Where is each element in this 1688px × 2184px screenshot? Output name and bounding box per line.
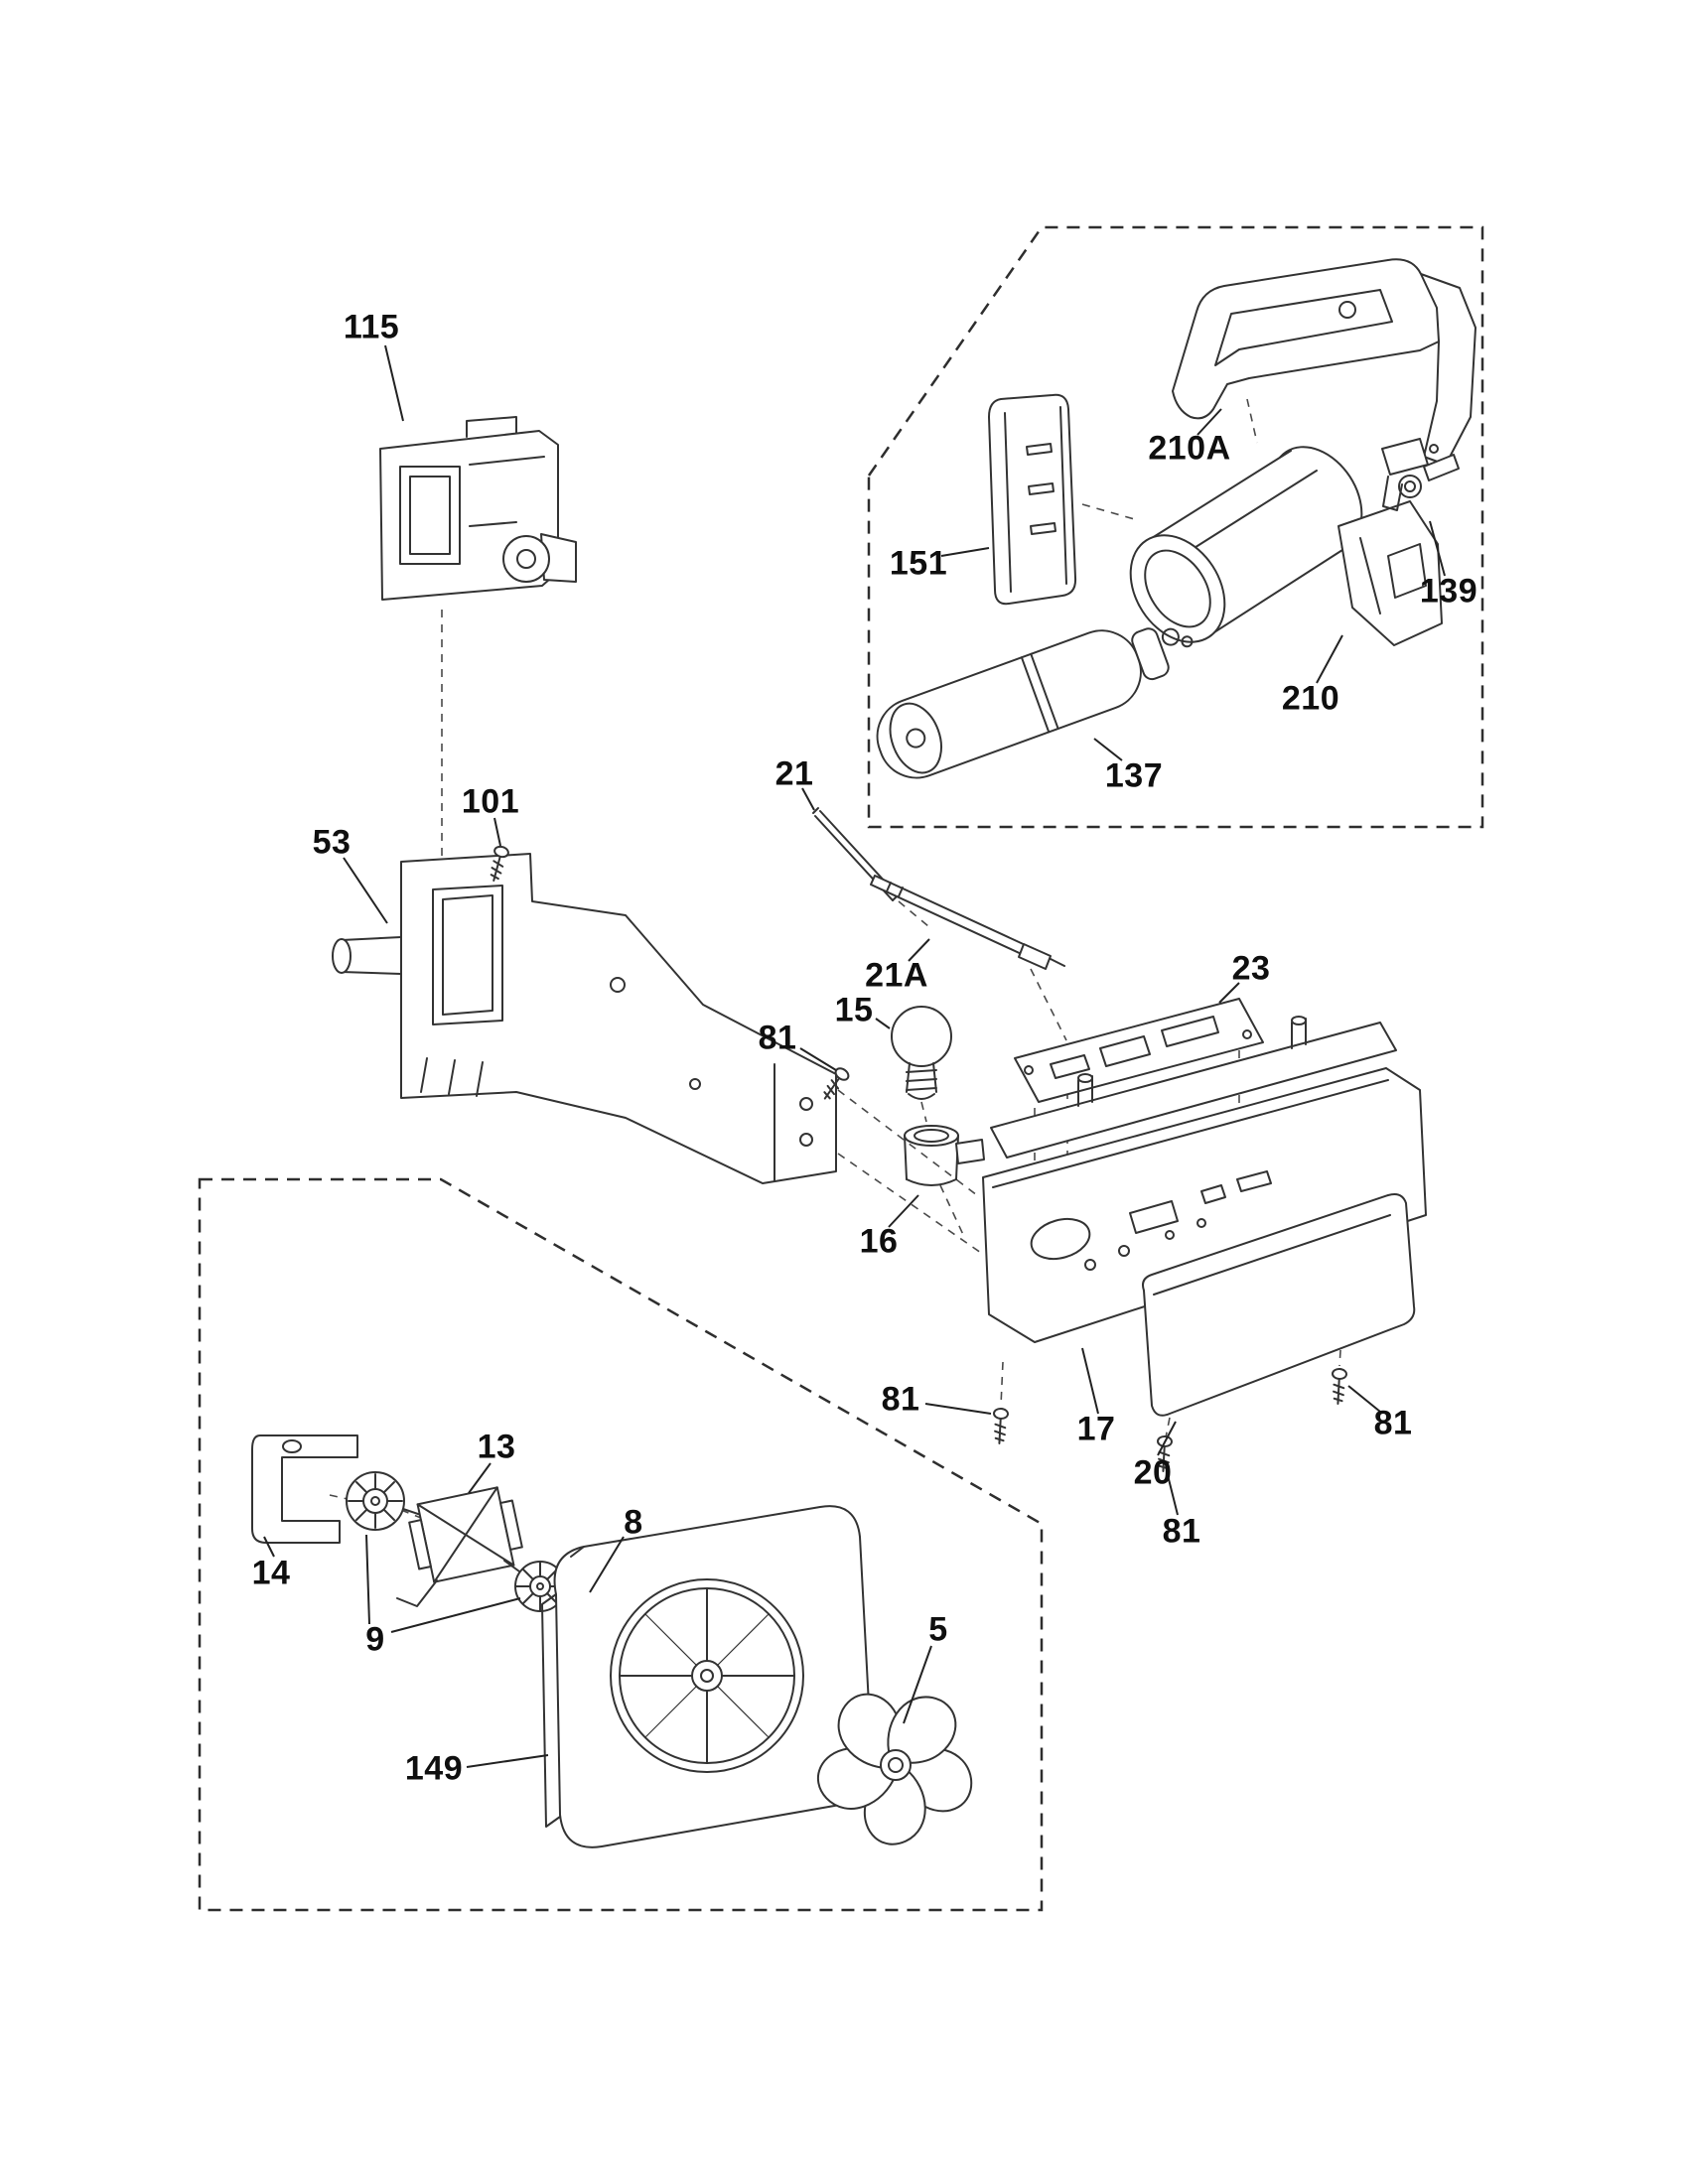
part-14-bracket	[251, 1434, 358, 1544]
screw-81-d	[1330, 1367, 1348, 1406]
callout-81-4: 81	[1373, 1404, 1413, 1442]
part-210-housing	[1129, 446, 1443, 646]
part-149-fan-shroud	[541, 1505, 874, 1848]
parts-linework	[251, 258, 1477, 1848]
enclosure-bottom-left	[198, 1177, 1044, 1912]
part-17-console-housing	[982, 1016, 1427, 1343]
callout-210A: 210A	[1148, 429, 1231, 468]
leader-lines	[263, 344, 1446, 1768]
callout-13: 13	[477, 1428, 516, 1466]
callout-8: 8	[624, 1503, 643, 1542]
dashed-enclosures	[198, 225, 1484, 1912]
callout-16: 16	[859, 1222, 899, 1261]
part-9-fan-hub-front	[346, 1471, 405, 1531]
part-139-valve	[1381, 438, 1460, 511]
callout-20: 20	[1133, 1453, 1173, 1492]
callout-101: 101	[461, 782, 520, 821]
part-15-light-bulb	[891, 1006, 952, 1100]
callout-9: 9	[365, 1620, 385, 1659]
callout-151: 151	[889, 544, 948, 583]
callout-17: 17	[1076, 1410, 1116, 1448]
screw-81-b	[991, 1407, 1010, 1445]
callout-14: 14	[251, 1554, 291, 1592]
part-13-motor	[396, 1486, 527, 1607]
part-23-control-board	[1014, 998, 1264, 1103]
callout-139: 139	[1419, 572, 1478, 611]
part-210A-cover	[1172, 258, 1477, 472]
callout-23: 23	[1231, 949, 1271, 988]
part-5-fan-blade	[816, 1693, 973, 1845]
part-151-cover-panel	[988, 393, 1077, 606]
part-115-ice-maker-module	[379, 416, 577, 601]
callout-53: 53	[312, 823, 352, 862]
part-20-cover-panel	[1142, 1193, 1416, 1417]
part-9-fan-hub-rear	[514, 1561, 566, 1612]
callout-21A: 21A	[865, 956, 928, 995]
callout-21: 21	[774, 754, 814, 793]
part-53-bracket-housing	[332, 853, 837, 1184]
callout-115: 115	[343, 308, 400, 346]
callout-81-1: 81	[758, 1019, 797, 1057]
callout-81-2: 81	[881, 1380, 920, 1419]
part-16-lamp-socket	[904, 1125, 985, 1186]
callout-5: 5	[928, 1610, 948, 1649]
callout-210: 210	[1281, 679, 1340, 718]
callout-137: 137	[1104, 756, 1164, 795]
enclosure-top-right	[867, 225, 1484, 829]
callout-81-3: 81	[1162, 1512, 1201, 1551]
callout-15: 15	[834, 991, 874, 1029]
part-21A-fill-tube	[870, 875, 1065, 970]
callout-149: 149	[404, 1749, 464, 1788]
part-137-water-filter	[876, 627, 1194, 779]
